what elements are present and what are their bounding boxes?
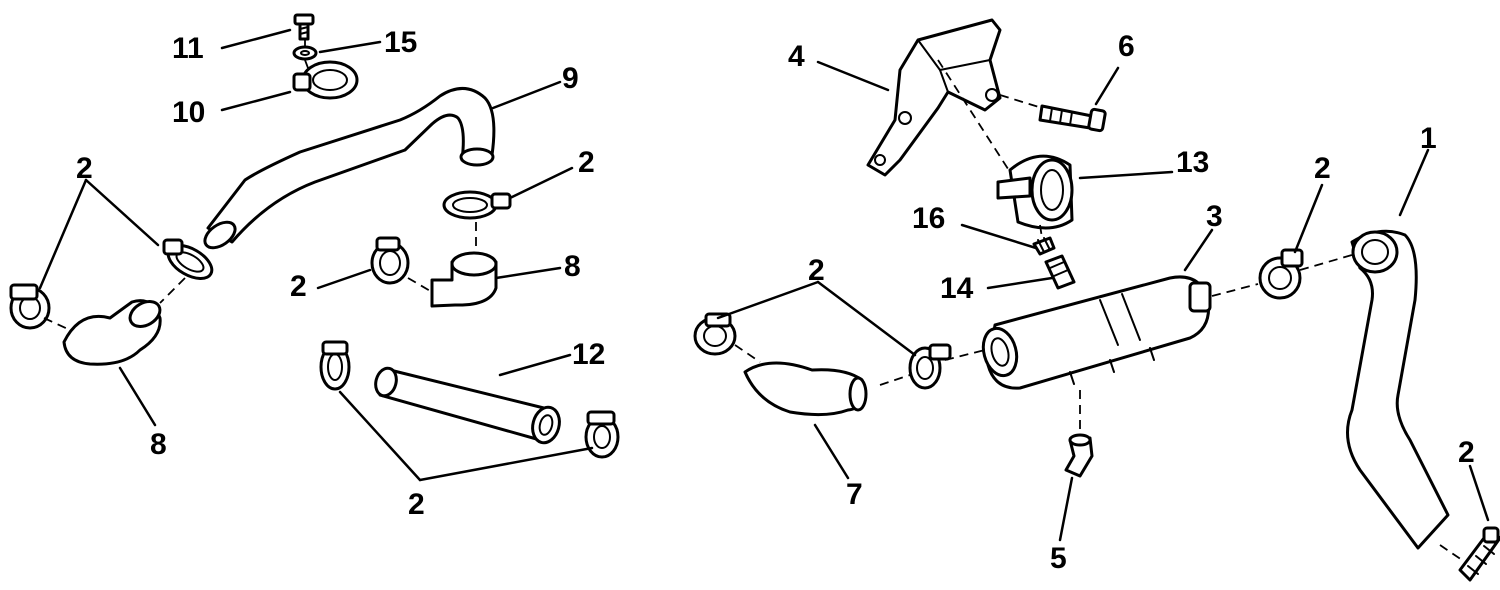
callout-3: 3 (1206, 200, 1223, 233)
part-5-fitting (1064, 433, 1094, 478)
part-4-bracket (866, 18, 1002, 177)
part-8-elbow-a (430, 251, 498, 308)
callout-5: 5 (1050, 542, 1067, 575)
part-12-hose (374, 366, 561, 445)
part-3-cooler (981, 275, 1212, 390)
callout-11: 11 (172, 32, 204, 65)
part-2-clamp-b (370, 236, 410, 285)
callout-2-b: 2 (76, 152, 93, 185)
right-connectors (734, 59, 1463, 561)
callout-9: 9 (562, 62, 579, 95)
left-connectors (43, 40, 477, 331)
part-2-clamp-e (319, 340, 351, 391)
part-11-bolt (293, 13, 315, 41)
part-2-clamp-g (908, 343, 952, 390)
callout-8-b: 8 (150, 428, 167, 461)
callout-labels: 11 15 10 9 2 2 2 8 8 12 2 4 6 13 1 2 16 … (76, 26, 1475, 575)
part-1-hose (1346, 229, 1450, 550)
part-2-clamp-a (442, 190, 512, 220)
part-9-hose (203, 87, 496, 250)
callout-14: 14 (940, 272, 974, 305)
part-2-clamp-j (1458, 526, 1500, 582)
callout-15: 15 (384, 26, 417, 59)
part-10-clamp (292, 60, 359, 100)
part-6-screw (1038, 104, 1107, 133)
callout-6: 6 (1118, 30, 1135, 63)
part-2-clamp-i (1258, 248, 1304, 300)
callout-8-a: 8 (564, 250, 581, 283)
right-leaders (716, 60, 1490, 542)
part-2-clamp-d (9, 283, 51, 330)
callout-1: 1 (1420, 122, 1437, 155)
callout-13: 13 (1176, 146, 1209, 179)
part-7-hose (743, 361, 868, 417)
part-2-clamp-c (162, 238, 214, 280)
part-13-collar (996, 154, 1074, 230)
callout-7: 7 (846, 478, 863, 511)
callout-2-e: 2 (1314, 152, 1331, 185)
part-15-washer (292, 45, 318, 61)
callout-2-d: 2 (408, 488, 425, 521)
part-8-elbow-b (62, 299, 162, 366)
part-16-spring (1032, 236, 1056, 256)
callout-2-f: 2 (808, 254, 825, 287)
left-leaders (38, 28, 594, 482)
part-14-bolt (1044, 254, 1076, 290)
callout-2-g: 2 (1458, 436, 1475, 469)
callout-10: 10 (172, 96, 205, 129)
callout-2-a: 2 (578, 146, 595, 179)
callout-4: 4 (788, 40, 805, 73)
callout-16: 16 (912, 202, 945, 235)
part-2-clamp-h (693, 312, 737, 356)
callout-2-c: 2 (290, 270, 307, 303)
part-2-clamp-f (584, 410, 620, 459)
callout-12: 12 (572, 338, 605, 371)
